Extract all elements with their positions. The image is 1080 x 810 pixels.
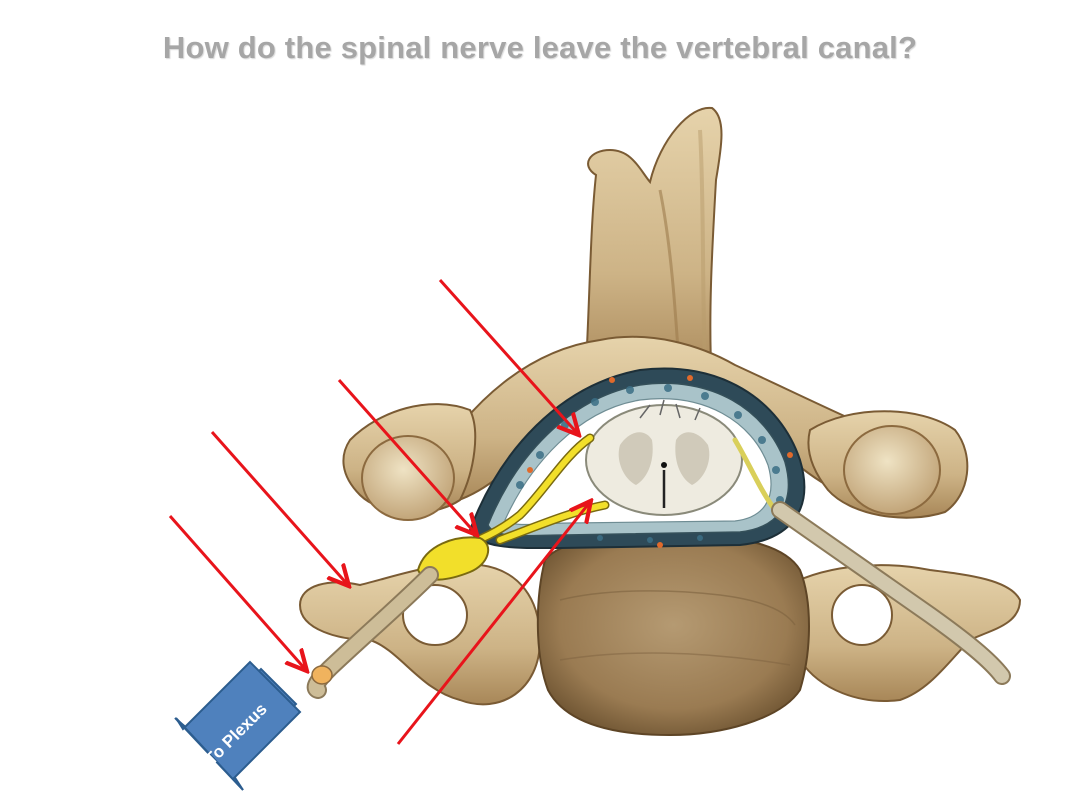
pointer-arrow-ventral-root [396,502,590,745]
plexus-direction-arrow: To Plexus [174,660,302,791]
transverse-processes [298,563,1022,706]
pointer-arrow-nerve [168,515,306,670]
articular-facets [361,425,941,521]
pointer-arrows [168,278,590,745]
slide-title: How do the spinal nerve leave the verteb… [162,30,918,65]
pointer-arrow-meninges [438,278,578,434]
vertebral-body [536,533,810,737]
pointer-arrow-root [337,379,476,534]
spinal-cord [585,399,743,516]
nerve-roots [416,433,778,581]
pointer-arrow-ganglion [210,431,348,585]
spinal-nerves [306,501,1011,699]
